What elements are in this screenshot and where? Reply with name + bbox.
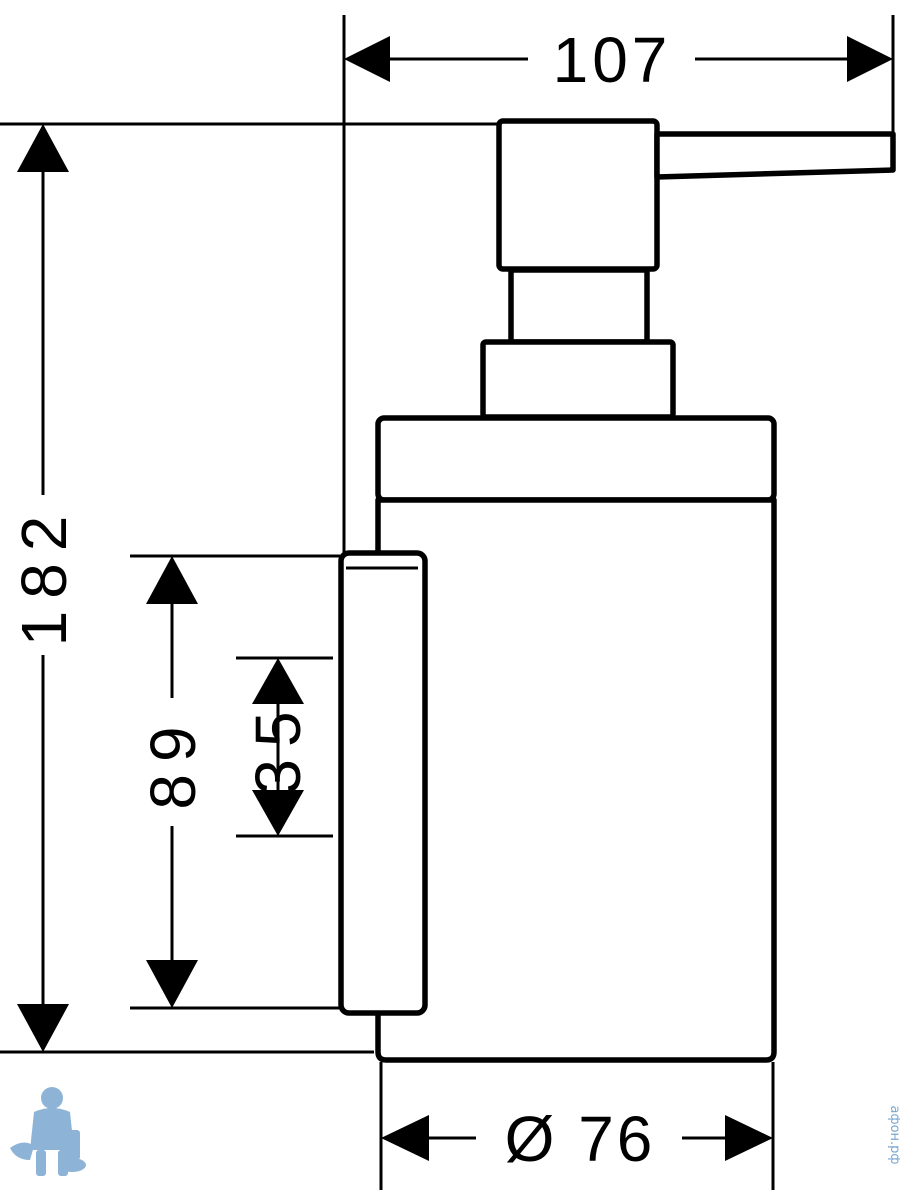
arrowhead-down	[17, 1004, 69, 1052]
dimension-label-182: 182	[8, 504, 80, 647]
bottle-lid	[375, 415, 777, 503]
dimension-height-182: 182	[0, 122, 497, 1054]
soap-dispenser	[338, 118, 896, 1063]
dimension-label-107: 107	[553, 24, 672, 96]
watermark-site-text: афон.рф	[887, 1105, 900, 1164]
pump-head	[496, 118, 660, 272]
pump-spout	[654, 131, 896, 180]
dimension-width-107: 107	[342, 15, 895, 556]
arrowhead-up	[146, 556, 198, 604]
arrowhead-right	[847, 36, 893, 82]
watermark: афон.рф	[10, 1087, 900, 1176]
arrowhead-left	[381, 1115, 429, 1161]
dimension-label-diameter-76: Ø 76	[505, 1103, 656, 1175]
plumber-mascot-icon	[10, 1087, 86, 1176]
wall-bracket	[338, 550, 428, 1016]
bottle-body	[375, 497, 777, 1063]
dimension-label-89: 89	[137, 714, 209, 809]
dimension-height-35: 35	[236, 656, 333, 838]
dimension-label-35: 35	[242, 699, 314, 794]
pump-collar	[480, 339, 676, 420]
arrowhead-left	[344, 36, 390, 82]
arrowhead-up	[17, 124, 69, 172]
pump-neck	[508, 267, 650, 345]
arrowhead-down	[146, 960, 198, 1008]
arrowhead-up	[252, 658, 304, 704]
dimension-diameter-76: Ø 76	[379, 1062, 775, 1190]
arrowhead-down	[252, 790, 304, 836]
arrowhead-right	[725, 1115, 773, 1161]
dimension-height-89: 89	[130, 554, 340, 1010]
